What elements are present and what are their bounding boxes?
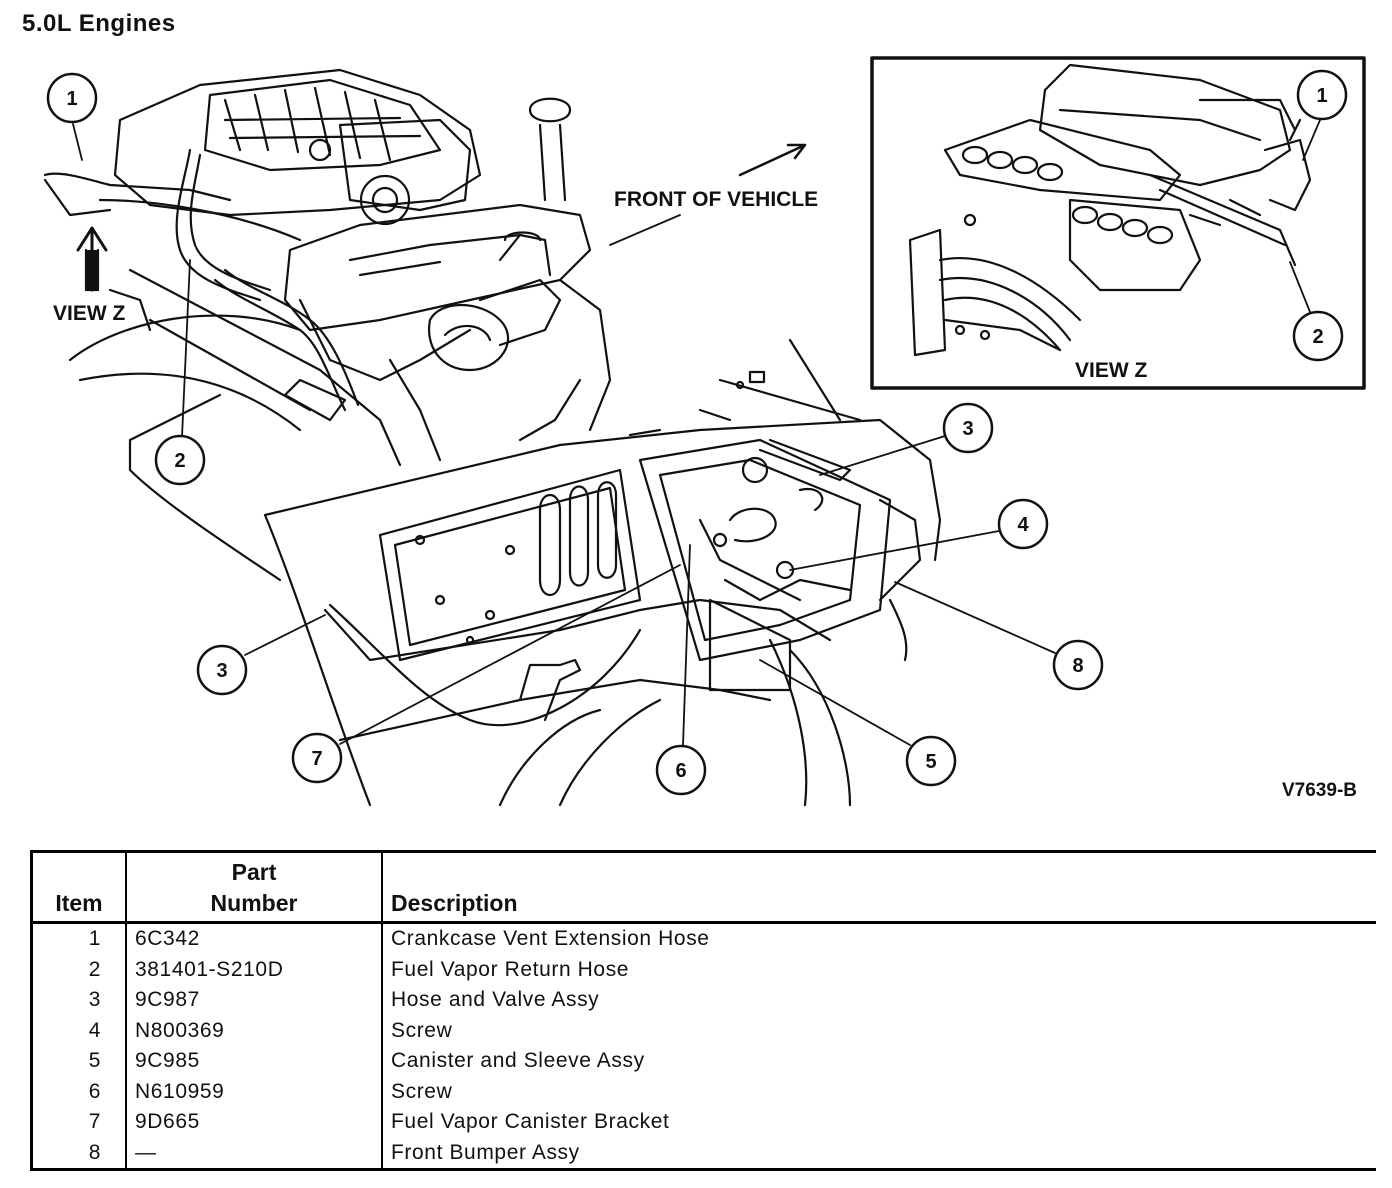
engine-diagram: 1 2 1 2 3 4 8 3 7 6 5 FRONT OF VEHICLE V… <box>43 56 1366 807</box>
row-description: Hose and Valve Assy <box>391 988 600 1011</box>
row-part-number: N800369 <box>126 1015 383 1046</box>
table-row: 1 6C342 Crankcase Vent Extension Hose <box>30 922 1377 955</box>
row-part-number: 9D665 <box>126 1107 383 1138</box>
callout-4 <box>997 498 1049 550</box>
callout-2-main <box>154 434 206 486</box>
callout-1-inset-label: 1 <box>1316 85 1327 107</box>
table-row: 2 381401-S210D Fuel Vapor Return Hose <box>30 954 1377 985</box>
row-item: 6 <box>30 1076 127 1107</box>
row-part-number: 381401-S210D <box>126 954 383 985</box>
row-item: 8 <box>30 1137 127 1171</box>
table-row: 7 9D665 Fuel Vapor Canister Bracket <box>30 1107 1377 1138</box>
engine-illustration <box>43 68 612 467</box>
callout-8-label: 8 <box>1072 655 1083 677</box>
callout-2-main-label: 2 <box>174 450 185 472</box>
callout-3-left-label: 3 <box>216 660 227 682</box>
callout-7 <box>291 732 343 784</box>
row-description: Fuel Vapor Return Hose <box>391 957 630 981</box>
table-row: 4 N800369 Screw <box>30 1015 1377 1046</box>
callout-1-main-label: 1 <box>66 88 77 110</box>
row-item: 2 <box>30 954 127 985</box>
view-z-manifold <box>908 63 1312 357</box>
callout-5-label: 5 <box>925 751 936 773</box>
row-description: Fuel Vapor Canister Bracket <box>391 1110 670 1133</box>
row-description: Crankcase Vent Extension Hose <box>391 927 710 950</box>
callout-1-main <box>46 72 98 124</box>
row-description: Canister and Sleeve Assy <box>391 1049 645 1072</box>
row-part-number: 9C987 <box>126 985 383 1016</box>
row-item: 5 <box>30 1046 127 1077</box>
header-part-line1: Part <box>231 859 277 885</box>
callout-8 <box>1052 639 1104 691</box>
parts-table: Item Part Number Description 1 6C342 Cra… <box>30 850 1376 1171</box>
callout-6-label: 6 <box>675 760 686 782</box>
header-description: Description <box>382 850 1376 924</box>
header-part-number: Part Number <box>126 850 383 924</box>
callout-2-inset-label: 2 <box>1312 326 1323 348</box>
table-row: 3 9C987 Hose and Valve Assy <box>30 985 1377 1016</box>
callout-4-label: 4 <box>1017 514 1029 536</box>
canister-illustration <box>128 338 942 807</box>
row-part-number: 9C985 <box>126 1046 383 1077</box>
row-part-number: — <box>126 1137 383 1171</box>
front-of-vehicle-label: FRONT OF VEHICLE <box>614 188 818 211</box>
callout-3-left <box>196 644 248 696</box>
row-description: Front Bumper Assy <box>382 1137 1376 1171</box>
row-part-number: N610959 <box>126 1076 383 1107</box>
table-row: 8 — Front Bumper Assy <box>30 1137 1376 1171</box>
callout-3-top-label: 3 <box>962 418 973 440</box>
row-item: 4 <box>30 1015 127 1046</box>
table-row: 6 N610959 Screw <box>30 1076 1377 1107</box>
header-part-line2: Number <box>210 890 298 916</box>
callout-7-label: 7 <box>311 748 322 770</box>
callout-3-top <box>942 402 994 454</box>
callout-2-inset <box>1292 310 1344 362</box>
table-row: 5 9C985 Canister and Sleeve Assy <box>30 1046 1377 1077</box>
parts-table-header: Item Part Number Description <box>30 850 1376 924</box>
view-z-inset-frame <box>870 56 1366 390</box>
callout-1-inset <box>1296 69 1348 121</box>
row-item: 3 <box>30 985 127 1016</box>
row-item: 7 <box>30 1107 127 1138</box>
figure-code: V7639-B <box>1282 780 1357 801</box>
row-item: 1 <box>30 922 127 955</box>
view-z-inset-label: VIEW Z <box>1075 359 1148 382</box>
callout-5 <box>905 735 957 787</box>
header-item: Item <box>30 850 127 924</box>
view-z-arrow-label: VIEW Z <box>53 302 126 325</box>
row-part-number: 6C342 <box>126 922 383 955</box>
callout-6 <box>655 744 707 796</box>
row-description: Screw <box>391 1018 453 1042</box>
row-description: Screw <box>391 1079 453 1103</box>
page-title: 5.0L Engines <box>22 10 176 37</box>
